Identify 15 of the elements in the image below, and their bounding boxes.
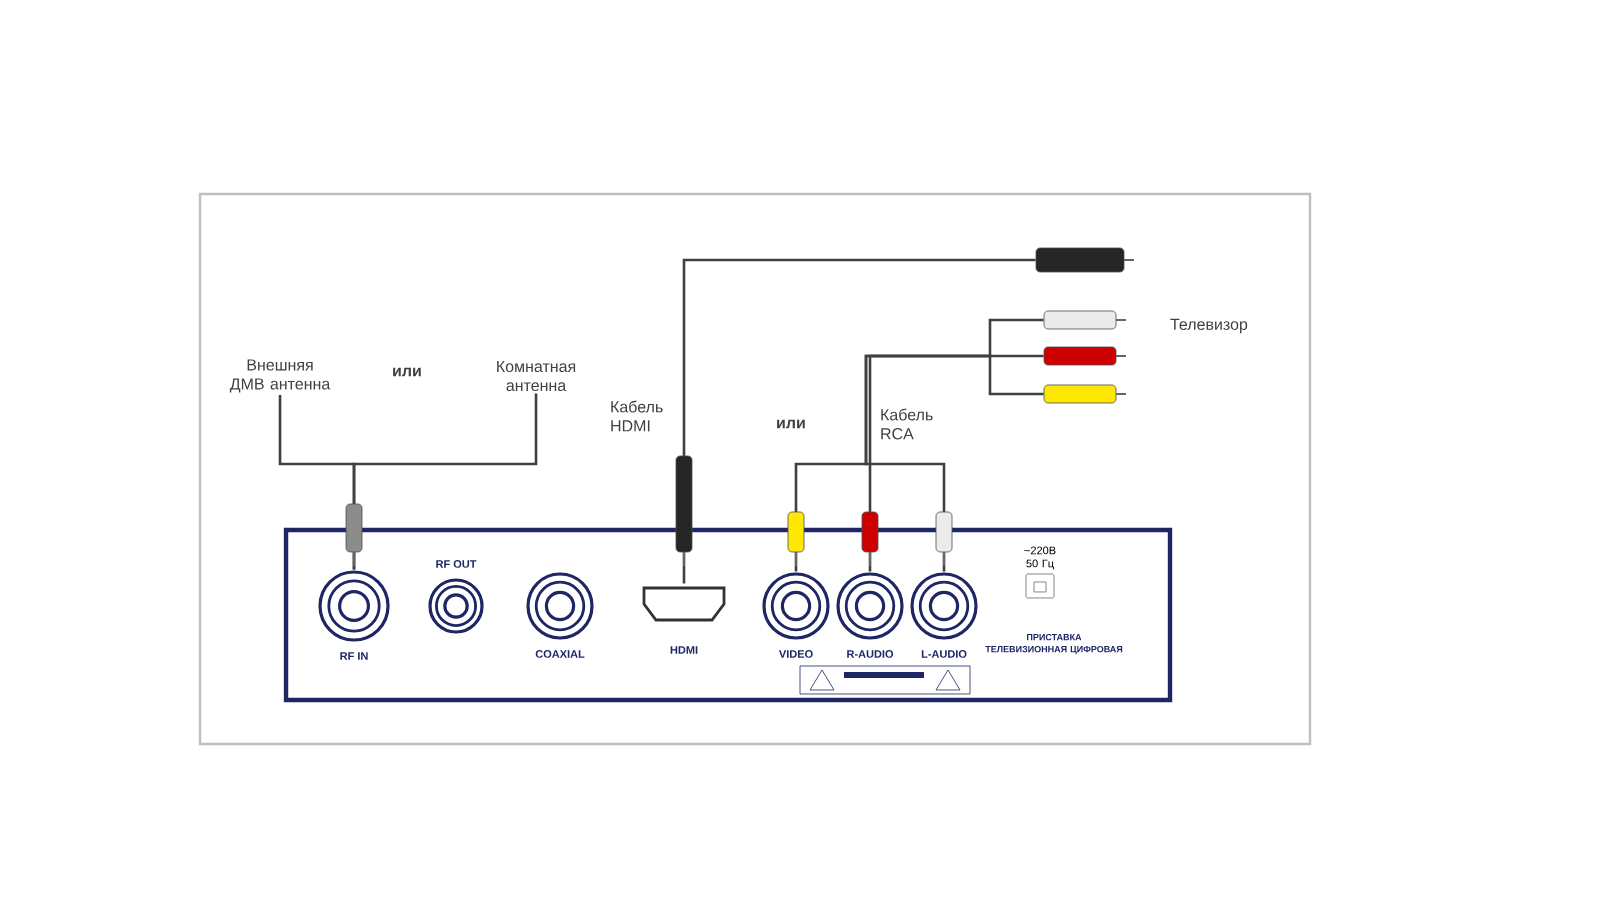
antenna-label: Комнатная антенна [497,360,576,392]
cable-plug-drawing [1043,346,1127,366]
cable [864,318,1044,572]
cable-label: Кабель RCA [881,408,933,440]
cable [352,393,538,570]
cable-plug-drawing [1043,310,1127,330]
device-label: Телевизор [1170,318,1248,334]
cable [794,354,1044,572]
cable-plug-drawing [1043,384,1127,404]
antenna-label: Внешняя ДМВ антенна [229,359,331,393]
cable-label: Кабель HDMI [611,400,663,432]
cable [868,354,1044,572]
or-label: или [393,367,421,377]
or-label: или [777,419,805,429]
cable-plug-drawing [1035,247,1135,273]
